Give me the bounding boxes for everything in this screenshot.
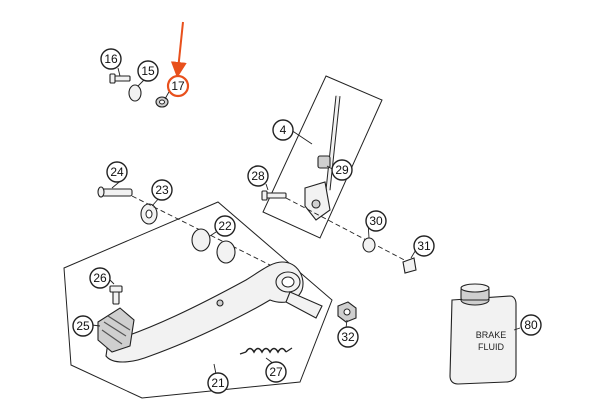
- group-box-21: [63, 201, 333, 399]
- part-spring-27: [239, 347, 293, 355]
- part-pedal-tip-25: [97, 307, 135, 353]
- part-pin-28: [261, 190, 287, 201]
- callout-15: 15: [137, 60, 159, 82]
- callout-24: 24: [106, 161, 128, 183]
- callout-22: 22: [214, 215, 236, 237]
- group-box-4: [262, 75, 383, 239]
- callout-28: 28: [247, 165, 269, 187]
- callout-label: 23: [155, 183, 169, 197]
- callout-label: 22: [218, 219, 232, 233]
- part-bushing-22: [191, 228, 236, 264]
- callout-label: 29: [335, 163, 349, 177]
- callout-29: 29: [331, 159, 353, 181]
- callout-25: 25: [72, 315, 94, 337]
- callout-label: 28: [251, 169, 265, 183]
- callout-label: 21: [211, 376, 225, 390]
- callout-21: 21: [207, 372, 229, 394]
- part-clevis: [304, 181, 331, 221]
- callout-31: 31: [413, 235, 435, 257]
- callout-label: 4: [280, 123, 287, 137]
- bottle-label-line1: BRAKE: [476, 330, 507, 340]
- callout-label: 31: [417, 239, 431, 253]
- callout-label: 25: [76, 319, 90, 333]
- callout-27: 27: [265, 361, 287, 383]
- part-pivot-bolt-24: [97, 186, 133, 198]
- callout-30: 30: [365, 210, 387, 232]
- part-nut-32: [337, 301, 357, 323]
- callout-32: 32: [337, 326, 359, 348]
- callout-80: 80: [520, 314, 542, 336]
- part-cotter-31: [402, 257, 417, 274]
- callout-label: 80: [524, 318, 538, 332]
- callout-label: 26: [93, 271, 107, 285]
- callout-17-highlighted: 17: [166, 74, 190, 98]
- bottle-label-line2: FLUID: [478, 342, 505, 352]
- callout-23: 23: [151, 179, 173, 201]
- part-washer-30: [362, 237, 376, 253]
- callout-label: 16: [104, 52, 118, 66]
- part-bolt-26: [109, 285, 123, 305]
- callout-26: 26: [89, 267, 111, 289]
- part-nut-17: [155, 96, 169, 108]
- callout-label: 32: [341, 330, 355, 344]
- part-bushing-15: [128, 84, 142, 102]
- part-brake-pedal-21: [105, 261, 323, 363]
- part-clip-29: [317, 155, 331, 169]
- callout-16: 16: [100, 48, 122, 70]
- part-brake-fluid-bottle-80: BRAKE FLUID: [449, 283, 517, 385]
- callout-label: 24: [110, 165, 124, 179]
- callout-label: 17: [171, 79, 185, 93]
- callout-label: 30: [369, 214, 383, 228]
- part-bolt-16: [109, 73, 131, 84]
- part-piston-rod: [325, 95, 341, 191]
- callout-label: 27: [269, 365, 283, 379]
- callout-label: 15: [141, 64, 155, 78]
- highlight-arrow: [170, 21, 187, 78]
- callout-4: 4: [272, 119, 294, 141]
